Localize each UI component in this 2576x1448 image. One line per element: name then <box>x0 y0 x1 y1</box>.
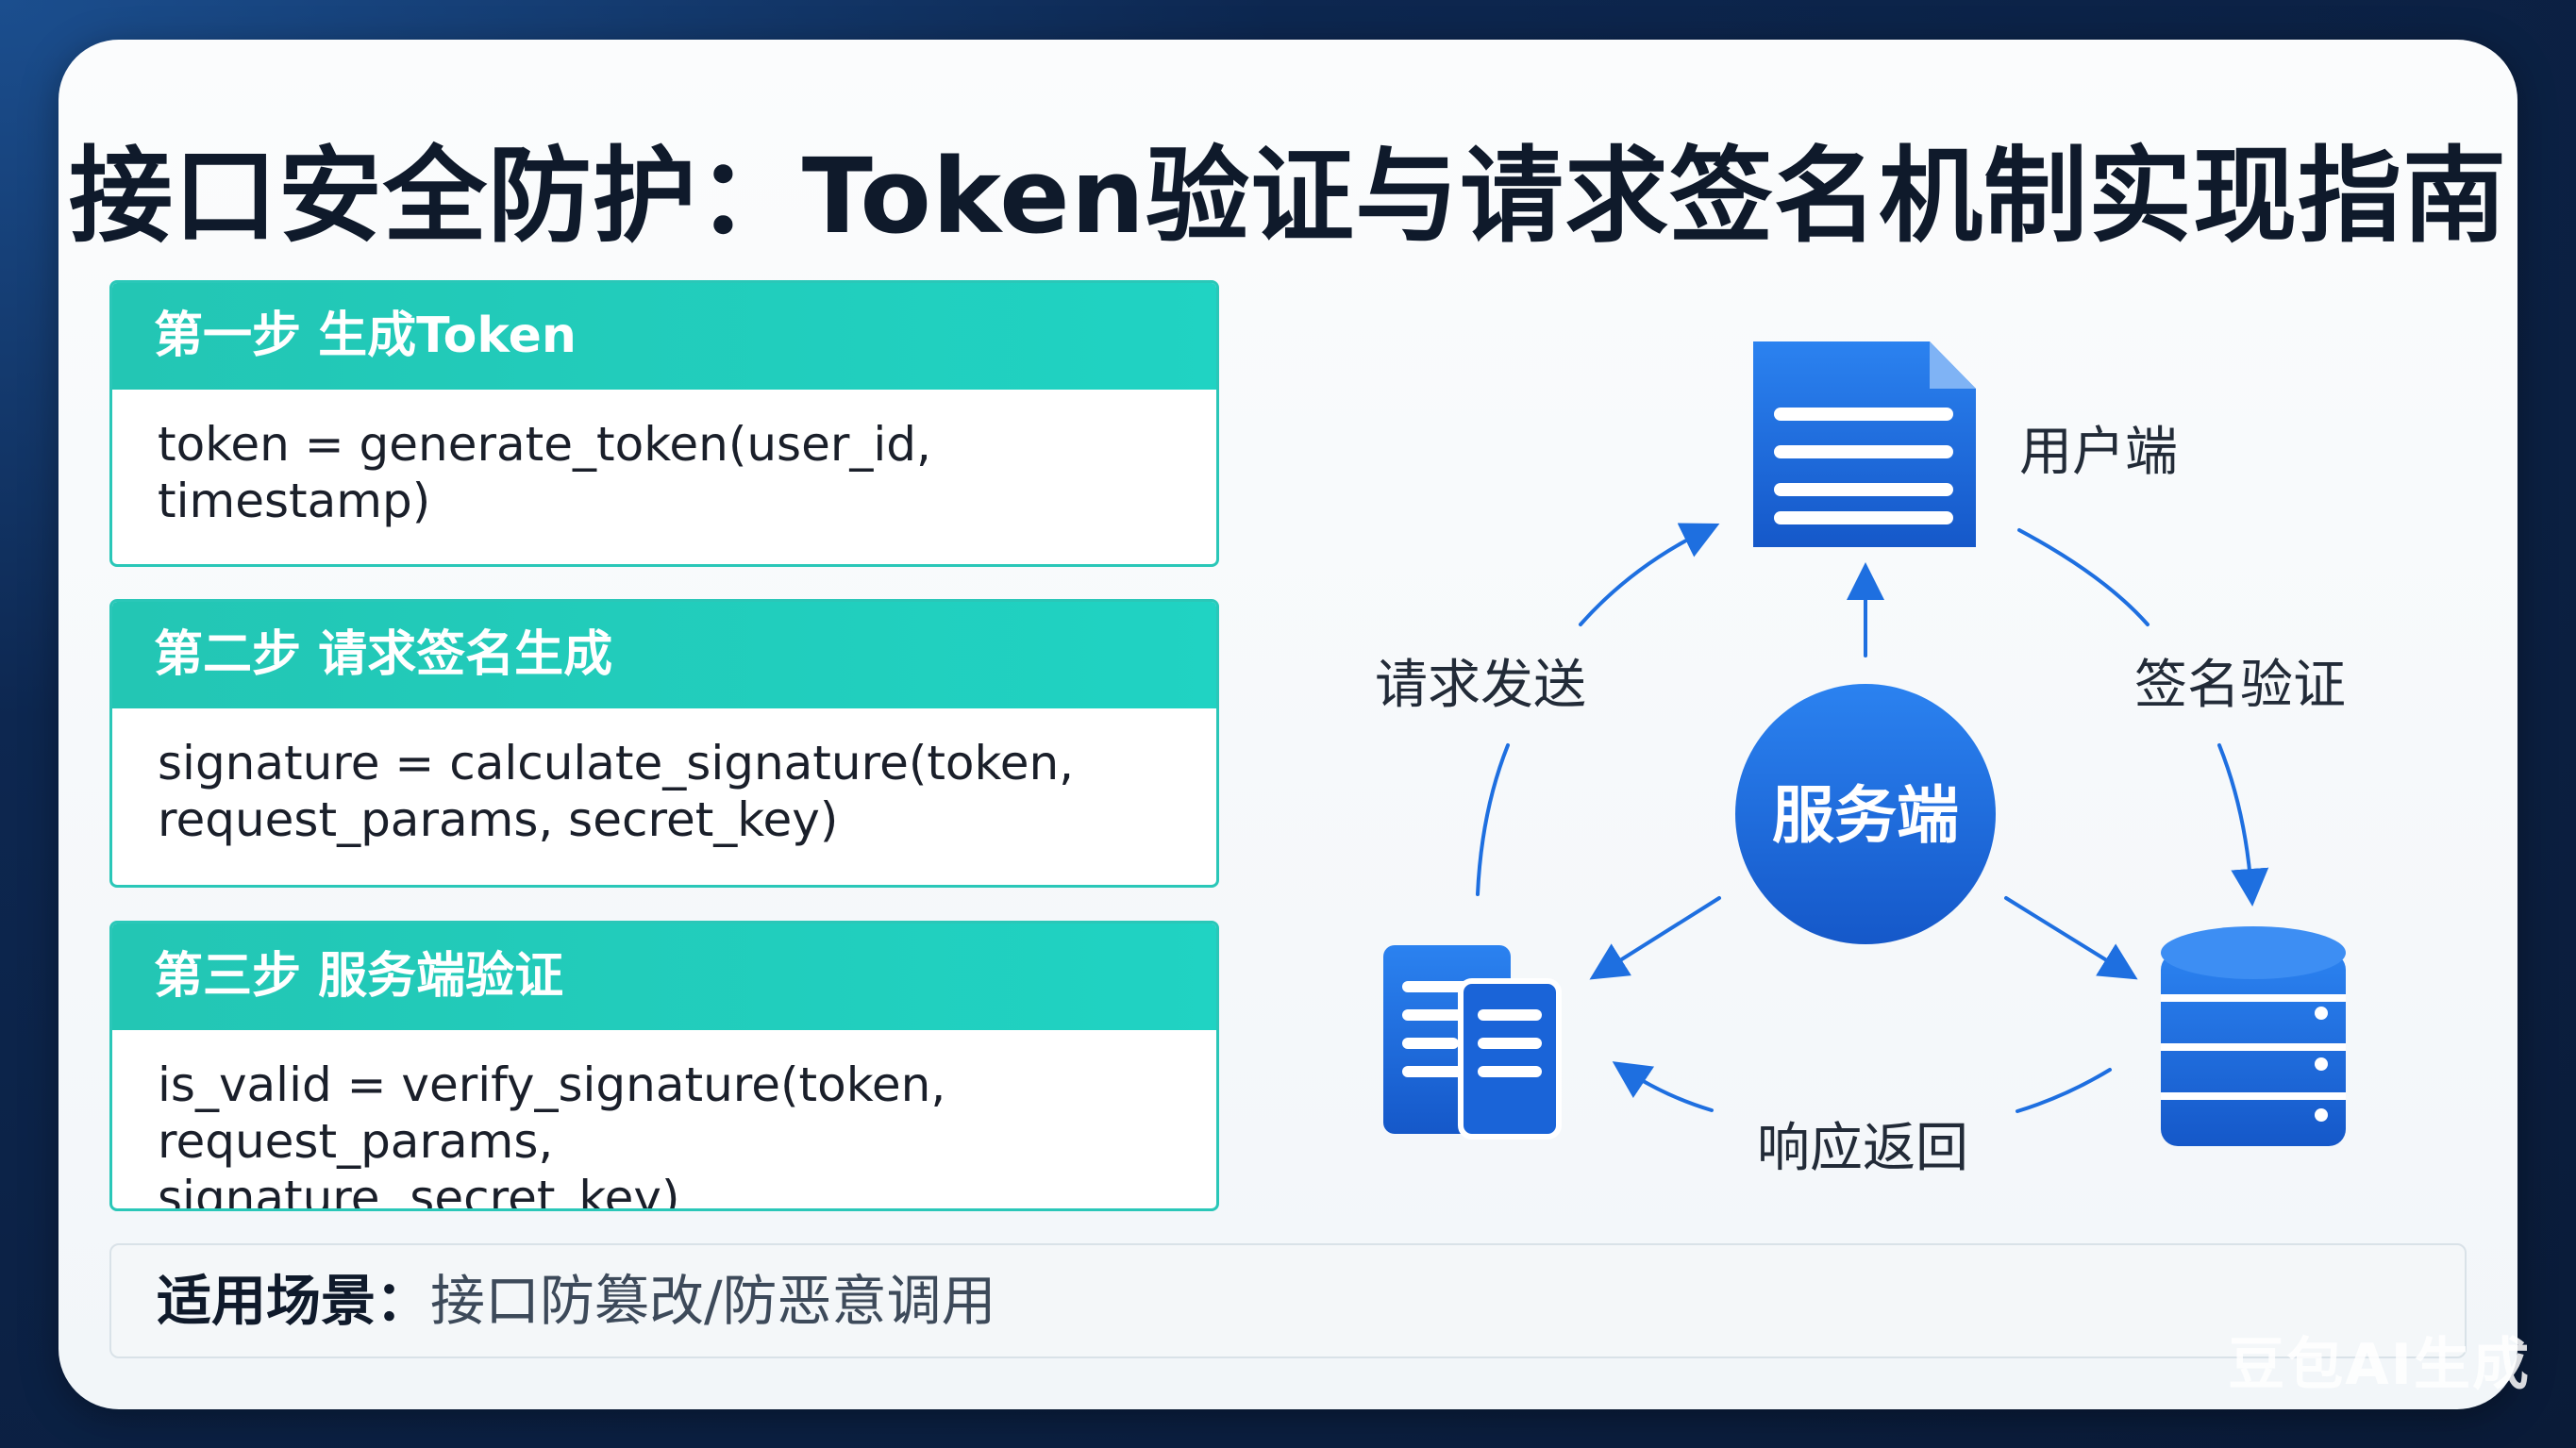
arrow-server-to-db <box>2004 896 2138 980</box>
step-header-3: 第三步 服务端验证 <box>112 924 1216 1030</box>
watermark: 豆包AI生成 <box>2228 1332 2531 1398</box>
step-header-2: 第二步 请求签名生成 <box>112 602 1216 708</box>
server-icon <box>1735 684 1996 944</box>
arrow-verify-top <box>2017 528 2149 626</box>
step-card-3: 第三步 服务端验证 is_valid = verify_signature(to… <box>109 921 1219 1211</box>
step-header-1: 第一步 生成Token <box>112 283 1216 390</box>
edge-label-request: 请求发送 <box>1375 655 1586 716</box>
step-code-2: signature = calculate_signature(token, r… <box>158 736 1075 847</box>
step-card-2: 第二步 请求签名生成 signature = calculate_signatu… <box>109 599 1219 888</box>
page-title: 接口安全防护：Token验证与请求签名机制实现指南 <box>68 136 2508 257</box>
scenario-value: 接口防篡改/防恶意调用 <box>430 1269 996 1333</box>
scenario-label: 适用场景： <box>157 1269 431 1333</box>
arrow-request-top <box>1579 523 1720 626</box>
arrow-server-to-files <box>1589 896 1721 980</box>
arrow-request-left <box>1476 743 1510 896</box>
arrow-response-right <box>2016 1068 2112 1113</box>
client-label: 用户端 <box>2019 422 2178 483</box>
files-icon <box>1383 945 1562 1140</box>
edge-label-response: 响应返回 <box>1757 1118 1968 1179</box>
step-card-1: 第一步 生成Token token = generate_token(user_… <box>109 280 1219 567</box>
arrow-verify-right <box>2217 743 2269 907</box>
server-label: 服务端 <box>1772 779 1959 852</box>
step-code-3: is_valid = verify_signature(token, reque… <box>158 1057 946 1211</box>
document-icon <box>1753 341 1976 547</box>
scenario-bar: 适用场景：接口防篡改/防恶意调用 <box>109 1243 2467 1358</box>
database-icon <box>2161 926 2346 1146</box>
edge-label-verify: 签名验证 <box>2134 655 2346 716</box>
arrow-response-left <box>1612 1061 1714 1112</box>
step-code-1: token = generate_token(user_id, timestam… <box>158 417 931 567</box>
